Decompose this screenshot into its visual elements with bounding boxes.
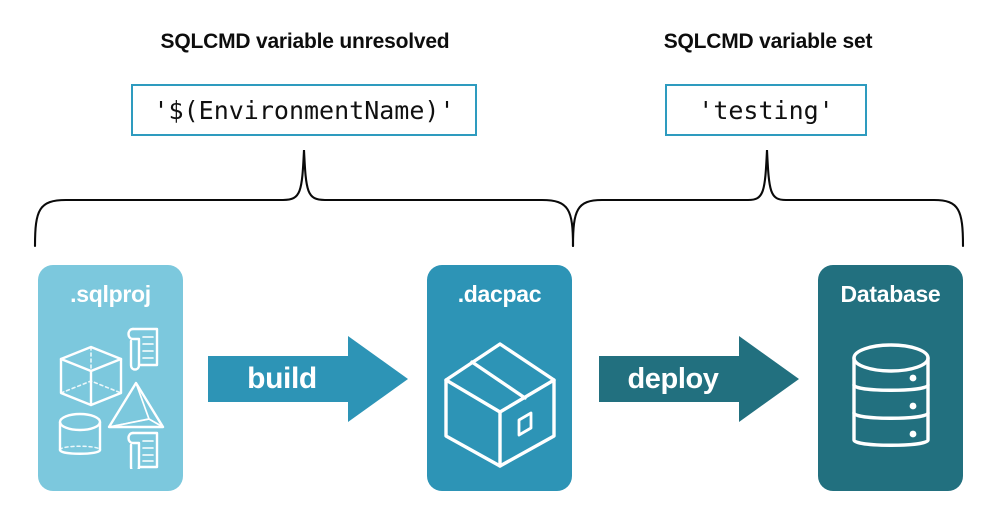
group-label-unresolved: SQLCMD variable unresolved — [160, 30, 450, 53]
arrow-right-icon — [599, 336, 799, 422]
code-box-unresolved-value: '$(EnvironmentName)' — [131, 84, 477, 136]
stage-card-sqlproj[interactable]: .sqlproj — [38, 265, 183, 491]
sql-project-shapes-icon — [38, 321, 183, 491]
database-cylinder-icon — [818, 313, 963, 491]
group-label-set: SQLCMD variable set — [663, 30, 873, 53]
code-box-set-value: 'testing' — [665, 84, 867, 136]
stage-card-dacpac[interactable]: .dacpac — [427, 265, 572, 491]
stage-card-database[interactable]: Database — [818, 265, 963, 491]
arrow-right-icon — [208, 336, 408, 422]
stage-card-title-dacpac: .dacpac — [457, 281, 542, 307]
stage-card-title-sqlproj: .sqlproj — [70, 281, 151, 307]
arrow-deploy: deploy — [599, 336, 799, 422]
curly-brace-left-icon — [30, 148, 578, 248]
curly-brace-right-icon — [568, 148, 968, 248]
arrow-build: build — [208, 336, 408, 422]
stage-card-title-database: Database — [840, 281, 941, 307]
package-box-icon — [427, 313, 572, 491]
